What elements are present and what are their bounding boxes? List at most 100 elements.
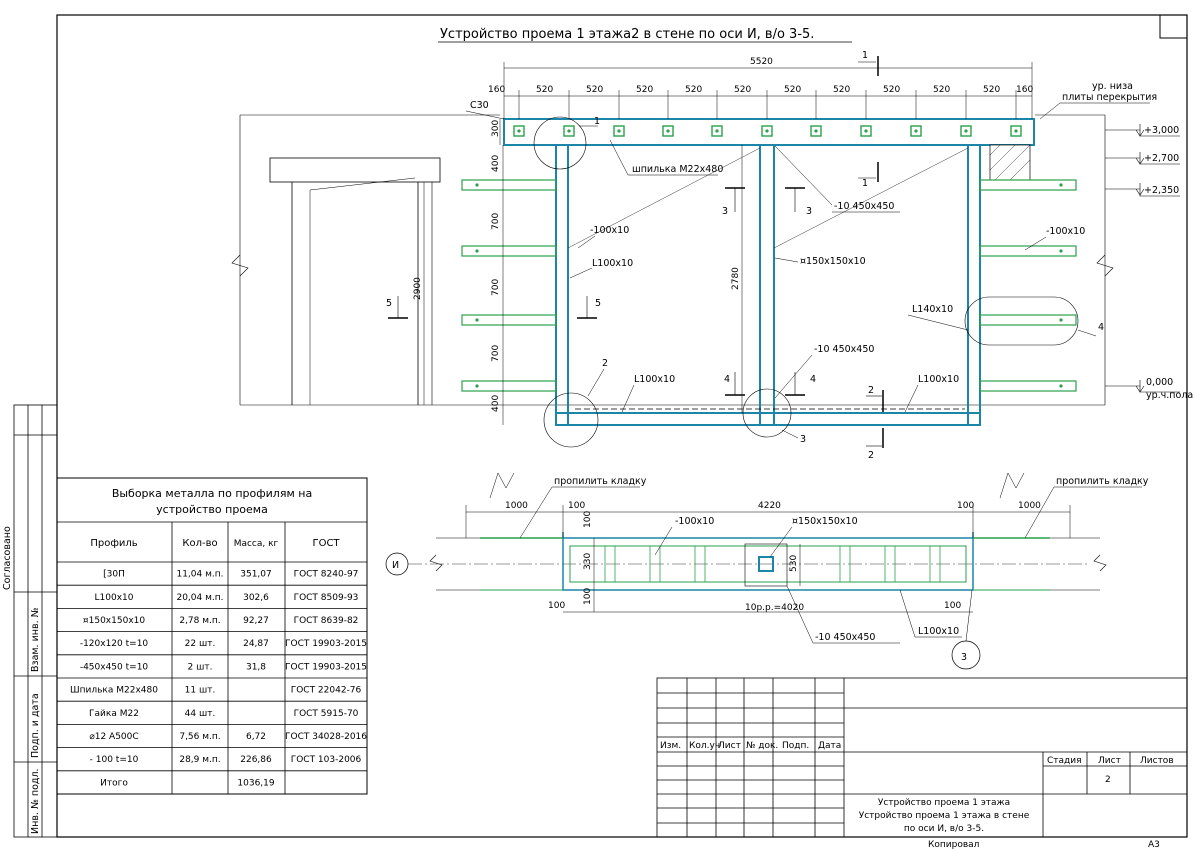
table-cell: 24,87: [243, 639, 269, 649]
axis-label: И: [392, 560, 399, 571]
table-cell: L100х10: [95, 593, 134, 603]
table-title-1: Выборка металла по профилям на: [112, 487, 312, 500]
corner-box: [1159, 15, 1187, 39]
tb-name-2: Устройство проема 1 этажа в стене: [859, 811, 1030, 821]
slab-note-1: ур. низа: [1092, 81, 1133, 92]
node-2-label: 2: [602, 358, 608, 369]
beam-studs: [513, 125, 1022, 137]
table-cell: 2,78 м.п.: [179, 616, 220, 626]
dim-left: 700: [491, 345, 501, 362]
plan-plate: -10 450х450: [815, 632, 875, 643]
tb-col-doc: № док.: [746, 741, 778, 751]
plan-dim-100-a: 100: [568, 501, 585, 511]
table-cell: ГОСТ 34028-2016: [285, 732, 367, 742]
plan-view: И 1000 1000 100 100 4220 пропилить кл: [385, 472, 1149, 670]
plan-dim-100-b: 100: [957, 501, 974, 511]
tb-col-date: Дата: [818, 741, 841, 751]
tb-copied: Копировал: [928, 840, 979, 850]
table-cell: - 100 t=10: [90, 755, 139, 765]
plan-fill-left: пропилить кладку: [554, 476, 647, 487]
plan-node-3: 3: [961, 652, 967, 663]
table-cell: 302,6: [243, 593, 269, 603]
level-3000: +3,000: [1144, 125, 1179, 136]
table-cell: 1036,19: [237, 778, 274, 788]
table-cell: ГОСТ 8509-93: [294, 593, 359, 603]
plan-tube: ¤150х150х10: [792, 516, 858, 527]
table-cell: -120х120 t=10: [80, 639, 149, 649]
callout-tube: ¤150х150х10: [800, 256, 866, 267]
table-title-2: устройство проема: [156, 503, 268, 516]
level-2350: +2,350: [1144, 185, 1179, 196]
table-header-mass: Масса, кг: [234, 539, 279, 549]
table-cell: 28,9 м.п.: [179, 755, 220, 765]
dim-end-edge: 160: [1016, 85, 1033, 95]
table-cell: 11,04 м.п.: [176, 570, 223, 580]
table-cell: ГОСТ 5915-70: [294, 709, 359, 719]
table-cell: 226,86: [240, 755, 272, 765]
section-3-left: 3: [722, 206, 728, 217]
dim-left: 700: [491, 279, 501, 296]
dim-step: 520: [734, 85, 751, 95]
tb-col-izm: Изм.: [660, 741, 681, 751]
beam-label: С30: [470, 100, 489, 111]
section-1-bottom: 1: [862, 178, 868, 189]
dim-left: 400: [491, 395, 501, 412]
table-cell: 22 шт.: [185, 639, 216, 649]
section-2-bottom: 2: [868, 450, 874, 461]
metal-table: Выборка металла по профилям на устройств…: [56, 477, 368, 795]
slab-note-2: плиты перекрытия: [1062, 92, 1157, 103]
plan-dim-1000-left: 1000: [505, 501, 528, 511]
table-cell: ¤150х150х10: [83, 616, 145, 626]
elevation-view: 5520 160 520 520 520 520 520 520 520 520…: [231, 50, 1193, 461]
table-cell: 7,56 м.п.: [179, 732, 220, 742]
tb-sheets: Листов: [1140, 756, 1174, 766]
tb-sheet: Лист: [1098, 756, 1121, 766]
table-cell: ГОСТ 8240-97: [294, 570, 359, 580]
section-5-left: 5: [386, 298, 392, 309]
table-cell: [30П: [103, 570, 125, 580]
dim-step: 520: [784, 85, 801, 95]
tb-col-kol: Кол.уч: [689, 741, 720, 751]
plan-dim-100-c: 100: [548, 601, 565, 611]
dim-step: 520: [636, 85, 653, 95]
stamp-replaced: Взам. инв. №: [30, 607, 41, 672]
drawing-title: Устройство проема 1 этажа2 в стене по ос…: [440, 27, 814, 42]
table-header-qty: Кол-во: [182, 538, 217, 549]
table-cell: 44 шт.: [185, 709, 216, 719]
level-zero-note: ур.ч.пола: [1146, 390, 1193, 401]
level-zero: 0,000: [1146, 377, 1173, 388]
dim-step: 520: [833, 85, 850, 95]
callout-angle-bottom-left: L100х10: [634, 374, 675, 385]
plan-dim-530: 530: [789, 555, 799, 572]
tb-name-3: по оси И, в/о 3-5.: [904, 824, 984, 834]
dim-step: 520: [586, 85, 603, 95]
table-cell: ГОСТ 19903-2015: [285, 662, 367, 672]
callout-angle-left: L100х10: [592, 258, 633, 269]
tb-stage: Стадия: [1047, 756, 1082, 766]
table-cell: Итого: [100, 778, 128, 788]
plan-dim-100-bottom: 100: [583, 588, 593, 605]
node-3-label: 3: [800, 434, 806, 445]
title-block: [656, 677, 1188, 838]
dim-step: 520: [883, 85, 900, 95]
node-1-label: 1: [594, 116, 600, 127]
plan-dim-1000-right: 1000: [1018, 501, 1041, 511]
table-cell: -450х450 t=10: [80, 662, 149, 672]
dim-step: 520: [983, 85, 1000, 95]
callout-angle-140: L140х10: [912, 304, 953, 315]
dim-beam-height: 300: [491, 120, 501, 137]
side-stamps: [13, 404, 58, 838]
callout-plate-top: -10 450х450: [834, 201, 894, 212]
callout-strip-left: -100х10: [590, 225, 629, 236]
stamp-sign-date: Подп. и дата: [30, 693, 41, 758]
table-cell: 11 шт.: [185, 686, 216, 696]
tb-format: А3: [1148, 840, 1160, 850]
tb-name-1: Устройство проема 1 этажа: [878, 798, 1010, 808]
table-header-gost: ГОСТ: [312, 538, 340, 549]
plan-dim-100-d: 100: [944, 601, 961, 611]
dim-center-height: 2780: [731, 267, 741, 290]
dim-door-height: 2900: [413, 277, 423, 300]
level-2700: +2,700: [1144, 153, 1179, 164]
table-cell: ⌀12 А500С: [89, 732, 138, 742]
stamp-agreed: Согласовано: [2, 526, 13, 590]
